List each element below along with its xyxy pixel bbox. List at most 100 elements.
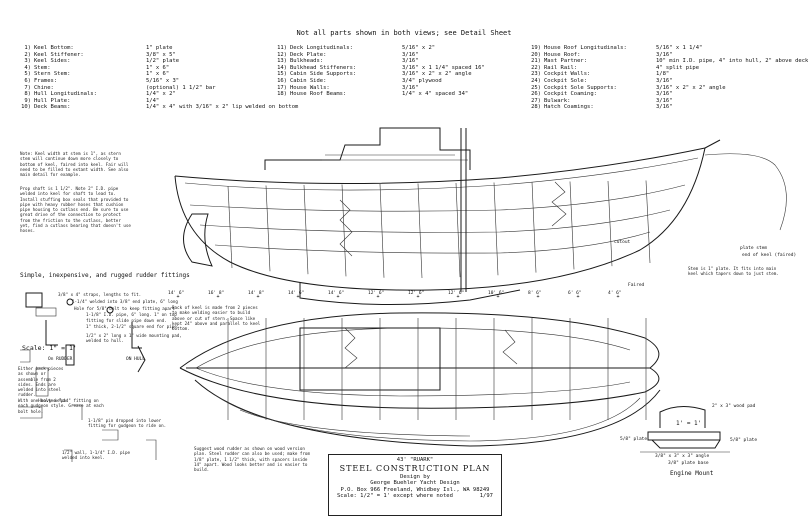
design-by: Design by [400,473,430,480]
part-name: Keel Bottom: [34,45,74,51]
part-name: House Roof Longitudinals: [544,45,627,51]
part-spec: 3/16" x 2" x 2" angle [656,84,726,91]
part-row: 4)Stem:1" x 6" [18,65,298,72]
part-name: Cockpit Sole Supports: [544,84,617,91]
part-spec: 5/16" x 1 1/4" [656,45,703,51]
part-row: 18)House Roof Beams:1/4" x 4" spaced 34" [274,91,485,98]
prop-note: Prop shaft is 1 1/2". Note 2" I.D. pipe … [20,186,131,234]
part-name: Hull Plate: [34,97,71,104]
station-label: 16' 8" [208,291,225,296]
part-name: Cabin Side: [290,77,327,84]
part-number: 27) [531,97,541,104]
rudder-label-2: 1-1/4" welded into 3/8" end plate, 6" lo… [72,299,178,304]
rudder-fittings-title: Simple, inexpensive, and rugged rudder f… [20,272,190,279]
part-name: Rail Rail: [544,64,578,71]
station-tick: + [616,294,619,300]
frame-line [493,182,499,276]
engine-plate-right: 5/8" plate [730,438,758,443]
engine-plate-left: 5/8" plate [620,437,648,442]
part-number: 18) [277,91,287,98]
part-number: 2) [24,51,31,58]
part-spec: 1/4" x 4" with 3/16" x 2" lip welded on … [146,104,299,111]
station-tick: + [216,294,219,300]
part-name: Cockpit Coaming: [544,91,597,98]
part-spec: 3/8" x 5" [146,51,176,58]
part-row: 3)Keel Sides: 1/2" plate [18,58,298,65]
part-name: Stem: [34,64,51,71]
part-name: Deck Beams: [34,104,71,111]
frame-line [531,181,537,273]
engine-base: 3/8" plate base [668,461,709,466]
engine-caption: Engine Mount [670,470,714,477]
part-name: Bulkhead Stiffeners: [290,64,357,71]
part-spec: 3/16" x 1 1/4" spaced 16" [402,64,485,71]
part-name: Mast Partner: [544,58,588,65]
part-name: Cockpit Walls: [544,71,591,78]
part-spec: 3/16" [656,97,673,104]
part-spec: 5/16" x 2" [402,45,436,51]
part-number: 6) [24,77,31,84]
part-number: 24) [531,77,541,84]
designer-address: P.O. Box 966 Freeland, Whidbey Isl., WA … [340,486,490,493]
part-row: 24)Cockpit Sole:3/16" [528,78,808,85]
station-tick: + [536,294,539,300]
part-row: 12)Deck Plate:3/16" [274,52,485,59]
rudder-label-1: 3/8" x 4" straps, lengths to fit. [58,292,142,297]
station-label: 12' 6" [368,291,385,296]
part-row: 8)Hull Longitudinals:1/4" x 2" [18,91,298,98]
part-name: House Walls: [290,84,330,91]
part-row: 22)Rail Rail:4" split pipe [528,65,808,72]
back-pieces-note: Either back pieces as shown or assemble … [18,366,64,398]
pipe-note: 1/2" wall, 1-1/4" I.D. pipe welded into … [62,450,131,461]
part-number: 13) [277,58,287,65]
part-row: 25)Cockpit Sole Supports:3/16" x 2" x 2"… [528,85,808,92]
part-spec: 3/16" [656,51,673,58]
station-tick: + [496,294,499,300]
parts-list-3: 19)House Roof Longitudinals: 5/16" x 1 1/… [528,45,808,111]
part-number: 23) [531,71,541,78]
part-number: 10) [21,104,31,111]
plan-title: STEEL CONSTRUCTION PLAN [339,463,491,473]
end-keel-label: end of keel (faired) [742,253,797,258]
part-row: 21)Mast Partner: 10" min I.D. pipe, 4" in… [528,58,808,65]
part-number: 16) [277,77,287,84]
part-name: Hull Longitudinals: [34,91,97,98]
part-number: 3) [24,58,31,65]
station-tick: + [296,294,299,300]
part-row: 20)House Roof:3/16" [528,52,808,59]
part-number: 26) [531,91,541,98]
part-row: 19)House Roof Longitudinals: 5/16" x 1 1/… [528,45,808,52]
part-spec: 3/4" plywood [402,77,442,84]
on-rudder-label: On RUDDER [48,357,73,362]
part-name: Deck Longitudinals: [290,45,353,51]
part-spec: 3/16" [402,58,419,65]
part-name: Keel Sides: [34,58,71,65]
station-label: 6' 6" [568,291,582,296]
part-spec: 1/2" plate [146,58,180,65]
part-number: 19) [531,45,541,51]
part-name: Cockpit Sole: [544,77,588,84]
station-tick: + [416,294,419,300]
title-block: 43' "RUARK" STEEL CONSTRUCTION PLAN Desi… [328,454,502,516]
part-row: 1)Keel Bottom:1" plate [18,45,298,52]
part-spec: 10" min I.D. pipe, 4" into hull, 2" abov… [656,58,808,65]
part-name: Deck Plate: [290,51,327,58]
rudder-label-6: 1" thick, 2-1/2" square end for pipe [86,324,177,329]
part-number: 21) [531,58,541,65]
part-name: Keel Stiffener: [34,51,84,58]
part-name: Stern Stem: [34,71,71,78]
part-name: Frames: [34,77,58,84]
on-hull-label: ON HULL [126,357,145,362]
rudder-label-4: 1-1/8" I.D. pipe, 6" long. 1" on top [86,312,177,317]
deck-note: Back of keel is made from 2 pieces to ma… [172,305,261,332]
part-spec: 1" x 6" [146,71,170,78]
part-spec: 3/16" [656,91,673,98]
part-row: 2)Keel Stiffener: 3/8" x 5" [18,52,298,59]
engine-scale: 1' = 1' [676,420,702,427]
part-row: 15)Cabin Side Supports:3/16" x 2" x 2" a… [274,71,485,78]
part-row: 23)Cockpit Walls:1/8" [528,71,808,78]
station-label: 12' 6" [408,291,425,296]
part-number: 9) [24,97,31,104]
part-name: House Roof: [544,51,581,58]
engine-wood-pad: 2" x 3" wood pad [712,404,756,409]
